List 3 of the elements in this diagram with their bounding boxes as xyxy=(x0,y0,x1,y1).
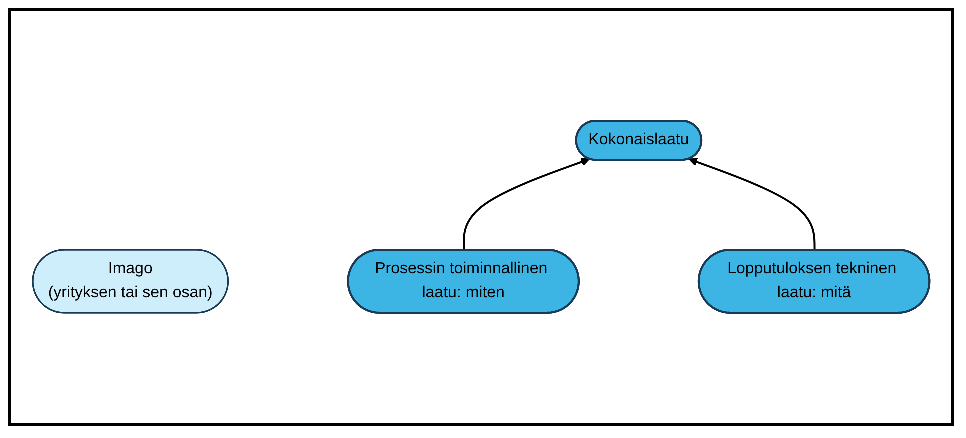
arrow xyxy=(688,158,816,251)
arrow xyxy=(462,158,590,251)
diagram-frame: Kokonaislaatu Imago (yrityksen tai sen osan) Prosessin toiminnallinen laatu: miten Lopputuloksen tekninen laatu: mitä xyxy=(8,8,954,426)
